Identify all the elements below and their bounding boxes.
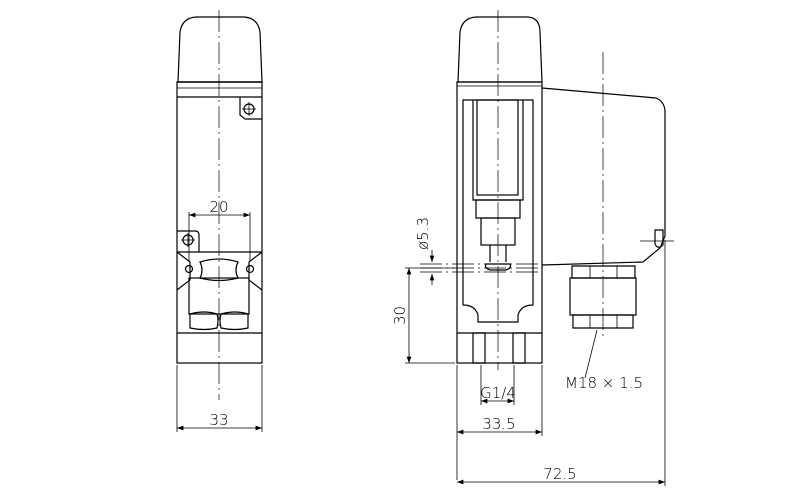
dimension-overall-width: 72.5 — [457, 240, 666, 486]
dim-label-g14: G1/4 — [480, 384, 516, 402]
dim-label-20: 20 — [209, 198, 228, 216]
front-cap — [177, 16, 263, 83]
dim-label-m18: M18 × 1.5 — [565, 374, 643, 392]
screw-icon — [181, 233, 195, 247]
dim-label-72-5: 72.5 — [543, 465, 576, 483]
dimension-mount-thread: M18 × 1.5 — [565, 329, 643, 392]
screw-icon — [242, 102, 256, 116]
switch-housing — [541, 87, 666, 266]
front-view: 20 33 — [176, 10, 263, 432]
dimension-height: 30 — [391, 267, 455, 364]
dimension-port-thread: G1/4 — [480, 365, 516, 405]
side-view: ø5.3 30 G1/4 33.5 M18 × 1.5 — [391, 10, 674, 486]
front-body — [176, 81, 263, 364]
dim-label-orifice: ø5.3 — [414, 217, 432, 250]
dim-label-30: 30 — [391, 306, 409, 325]
side-body — [456, 81, 543, 364]
dim-label-33: 33 — [209, 411, 228, 429]
dim-label-33-5: 33.5 — [482, 415, 515, 433]
dimension-hole-spacing: 20 — [188, 198, 251, 262]
dimension-body-width: 33.5 — [456, 365, 543, 480]
dimension-width: 33 — [176, 365, 263, 432]
side-cap — [457, 16, 543, 83]
dimension-orifice: ø5.3 — [414, 217, 435, 285]
